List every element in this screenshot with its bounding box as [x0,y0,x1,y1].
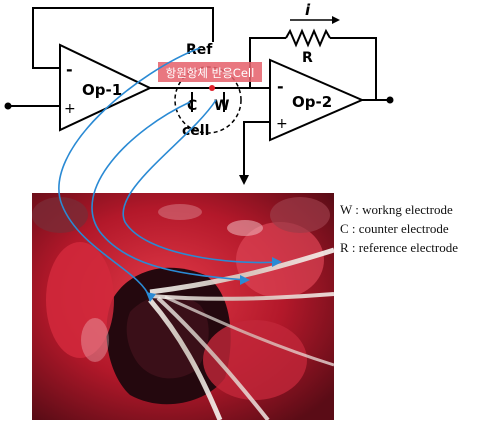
working-lead [122,99,279,264]
overlay-banner [158,62,262,82]
electrode-leads [58,47,279,299]
ground-arrow [239,175,249,185]
electrode-dot [209,85,215,91]
op1-label: Op-1 [82,81,122,99]
legend-working-electrode: W : workng electrode [340,202,453,217]
op2-minus: - [277,77,284,96]
output-terminal [386,96,394,104]
electrode-legend: W : workng electrode C : counter electro… [340,200,498,257]
w-label: W [214,98,229,114]
surgical-photo [32,193,335,422]
resistor-symbol [285,28,331,48]
op1-plus: + [64,101,76,117]
op2-amplifier [269,58,365,142]
ref-label: Ref [186,42,213,58]
cell-label: cell [182,123,209,139]
counter-lead-arrowhead [240,275,250,285]
working-lead-arrowhead [272,257,282,267]
current-label: i [305,1,311,19]
overlay-text: 항원항체 반응Cell [166,66,255,80]
legend-counter-electrode: C : counter electrode [340,221,449,236]
op2-plus: + [276,116,288,132]
ref-lead-arrowhead [146,292,156,302]
input-terminal [4,102,12,110]
counter-lead [91,101,246,281]
c-label: C [187,98,197,114]
resistor-label: R [302,50,313,66]
op2-ground-wire [243,121,270,175]
op1-minus: - [66,60,73,79]
op2-feedback-wire-right [330,37,377,100]
legend-reference-electrode: R : reference electrode [340,240,459,255]
op2-label: Op-2 [292,93,332,111]
ref-lead [58,47,201,299]
op1-feedback-wire [32,7,214,69]
circuit-schematic [8,7,390,175]
current-arrow-head [332,16,340,24]
